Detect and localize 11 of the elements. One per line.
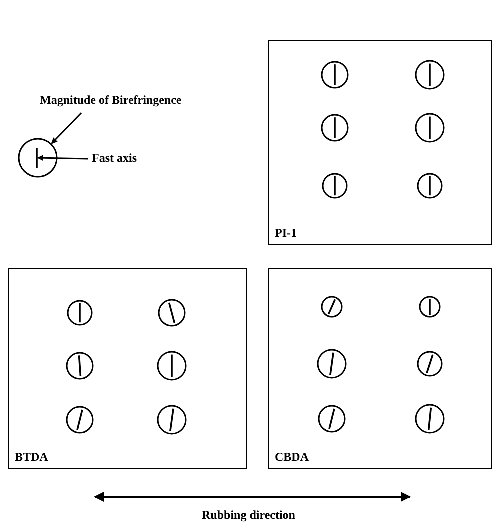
panel-label: CBDA — [275, 450, 310, 465]
leader-arrow — [37, 155, 88, 162]
leader-arrow — [51, 112, 82, 144]
panel-label: PI-1 — [275, 226, 297, 241]
sample-panel — [268, 268, 492, 469]
annotation-text: Fast axis — [92, 151, 137, 166]
panel-label: BTDA — [15, 450, 48, 465]
sample-panel — [8, 268, 247, 469]
annotation-text: Magnitude of Birefringence — [40, 93, 182, 108]
axis-caption: Rubbing direction — [202, 508, 296, 523]
sample-panel — [268, 40, 492, 245]
